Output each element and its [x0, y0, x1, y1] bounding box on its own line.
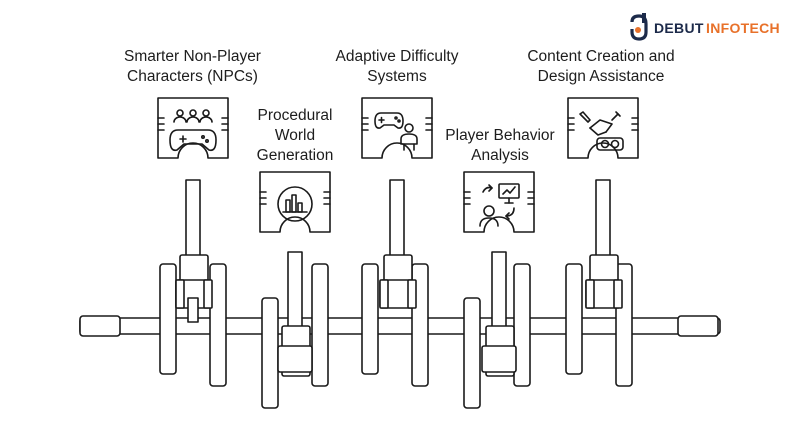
piston-content-creation: [567, 97, 639, 309]
gamepad-player-icon: [374, 112, 418, 151]
piston-label-line: Design Assistance: [537, 68, 665, 85]
behavior-analysis-icon: [479, 183, 520, 227]
crank-webs-front: [175, 279, 623, 309]
crankshaft-right-end: [677, 315, 719, 337]
piston-label-player-behavior: Player Behavior Analysis: [434, 126, 566, 166]
piston-label-line: Content Creation and: [527, 48, 675, 65]
vr-content-creation-icon: [579, 111, 624, 151]
piston-player-behavior: [463, 171, 535, 377]
piston-label-content-creation: Content Creation and Design Assistance: [512, 47, 690, 87]
piston-label-line: World: [274, 127, 316, 144]
piston-label-line: Smarter Non-Player: [124, 48, 261, 65]
gamepad-with-people-icon: [169, 109, 217, 152]
crankshaft-left-end: [79, 315, 121, 337]
brand-name-primary: DEBUT: [654, 20, 704, 36]
piston-label-npcs: Smarter Non-Player Characters (NPCs): [110, 47, 275, 87]
piston-label-line: Systems: [367, 68, 427, 85]
piston-label-line: Player Behavior: [445, 127, 555, 144]
piston-label-line: Characters (NPCs): [127, 68, 258, 85]
bar-chart-circle-icon: [277, 186, 313, 222]
piston-label-adaptive-difficulty: Adaptive Difficulty Systems: [318, 47, 476, 87]
piston-label-line: Analysis: [471, 147, 529, 164]
piston-label-line: Adaptive Difficulty: [335, 48, 459, 65]
piston-label-procedural-world: Procedural World Generation: [240, 106, 350, 166]
piston-npcs: [157, 97, 229, 323]
piston-label-line: Procedural: [257, 107, 333, 124]
piston-label-line: Generation: [256, 147, 334, 164]
logo-mark-icon: [630, 13, 648, 41]
piston-procedural-world: [259, 171, 331, 377]
brand-name-secondary: INFOTECH: [706, 20, 780, 36]
debut-infotech-logo: DEBUT INFOTECH: [628, 12, 788, 42]
